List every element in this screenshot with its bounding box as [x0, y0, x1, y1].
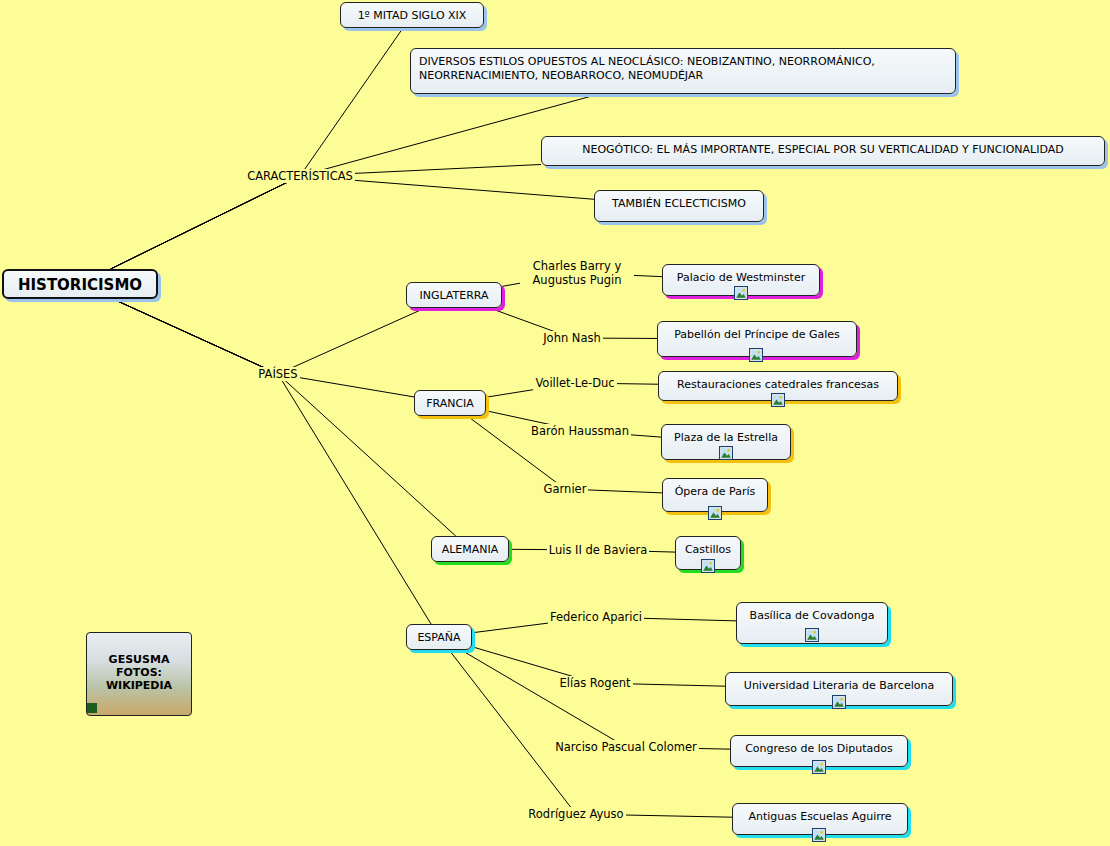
connector-line	[449, 650, 732, 817]
connector-line	[111, 176, 594, 269]
image-icon	[813, 761, 826, 774]
box-text: Ópera de París	[669, 485, 761, 499]
connector-line	[461, 650, 730, 749]
credit-thumbnail: GESUSMA FOTOS: WIKIPEDIA	[86, 632, 192, 716]
box-text: HISTORICISMO	[10, 277, 150, 293]
box-text: Congreso de los Diputados	[737, 742, 901, 756]
concept-box: Universidad Literaria de Barcelona	[725, 672, 953, 706]
linking-phrase: John Nash	[541, 331, 603, 345]
concept-box: DIVERSOS ESTILOS OPUESTOS AL NEOCLÁSICO:…	[410, 48, 956, 94]
concept-box: TAMBIÉN ECLECTICISMO	[594, 190, 764, 222]
thumb-badge	[87, 703, 97, 713]
image-icon	[735, 287, 748, 300]
concept-box: ALEMANIA	[431, 536, 509, 562]
concept-box: FRANCIA	[414, 390, 486, 416]
connector-line	[113, 299, 414, 397]
box-text: INGLATERRA	[413, 289, 495, 303]
linking-phrase: Garnier	[542, 482, 589, 496]
image-icon	[813, 829, 826, 842]
image-icon	[702, 560, 715, 573]
concept-box: Plaza de la Estrella	[661, 424, 791, 460]
concept-box: Restauraciones catedrales francesas	[658, 371, 898, 401]
box-text: ESPAÑA	[413, 631, 465, 645]
image-icon	[709, 507, 722, 520]
box-text: 1º MITAD SIGLO XIX	[347, 9, 477, 23]
box-text: ALEMANIA	[438, 543, 502, 557]
concept-box: Pabellón del Príncipe de Gales	[657, 321, 857, 357]
linking-phrase: Elías Rogent	[557, 676, 632, 690]
box-text: GESUSMA FOTOS: WIKIPEDIA	[93, 653, 185, 692]
box-text: TAMBIÉN ECLECTICISMO	[601, 197, 757, 211]
image-icon	[772, 394, 785, 407]
box-text: Basílica de Covadonga	[743, 609, 881, 623]
connector-line	[113, 299, 431, 624]
concept-box: NEOGÓTICO: EL MÁS IMPORTANTE, ESPECIAL P…	[541, 136, 1105, 166]
box-text: Antiguas Escuelas Aguirre	[739, 810, 901, 824]
box-text: Pabellón del Príncipe de Gales	[664, 328, 850, 342]
connector-line	[113, 299, 425, 374]
linking-phrase: PAÍSES	[256, 367, 299, 381]
concept-box: Castillos	[675, 536, 741, 570]
concept-box: HISTORICISMO	[2, 269, 158, 299]
linking-phrase: Rodríguez Ayuso	[526, 807, 625, 821]
concept-box: Ópera de París	[662, 478, 768, 512]
connector-line	[111, 164, 541, 269]
connector-line	[113, 299, 456, 536]
image-icon	[750, 349, 763, 362]
box-text: Palacio de Westminster	[669, 271, 813, 285]
concept-box: Antiguas Escuelas Aguirre	[732, 803, 908, 835]
linking-phrase: Federico Aparici	[548, 610, 644, 624]
image-icon	[833, 696, 846, 709]
connector-line	[111, 28, 403, 269]
image-icon	[806, 629, 819, 642]
box-text: NEOGÓTICO: EL MÁS IMPORTANTE, ESPECIAL P…	[548, 143, 1098, 157]
box-text: FRANCIA	[421, 397, 479, 411]
linking-phrase: Barón Haussman	[529, 424, 631, 438]
box-text: Universidad Literaria de Barcelona	[732, 679, 946, 693]
concept-box: 1º MITAD SIGLO XIX	[340, 2, 484, 28]
box-text: Castillos	[682, 543, 734, 557]
concept-box: Palacio de Westminster	[662, 264, 820, 296]
linking-phrase: Narciso Pascual Colomer	[553, 740, 699, 754]
concept-box: Congreso de los Diputados	[730, 735, 908, 767]
concept-box: INGLATERRA	[406, 282, 502, 308]
connector-line	[486, 411, 661, 437]
concept-box: Basílica de Covadonga	[736, 602, 888, 644]
linking-phrase: Voillet-Le-Duc	[533, 376, 616, 390]
connector-line	[111, 94, 600, 269]
linking-phrase: Charles Barry y Augustus Pugin	[520, 259, 634, 287]
concept-box: ESPAÑA	[406, 624, 472, 650]
image-icon	[720, 447, 733, 460]
box-text: DIVERSOS ESTILOS OPUESTOS AL NEOCLÁSICO:…	[419, 55, 949, 83]
box-text: Plaza de la Estrella	[668, 431, 784, 445]
box-text: Restauraciones catedrales francesas	[665, 378, 891, 392]
linking-phrase: CARACTERÍSTICAS	[245, 169, 355, 183]
linking-phrase: Luis II de Baviera	[547, 543, 650, 557]
